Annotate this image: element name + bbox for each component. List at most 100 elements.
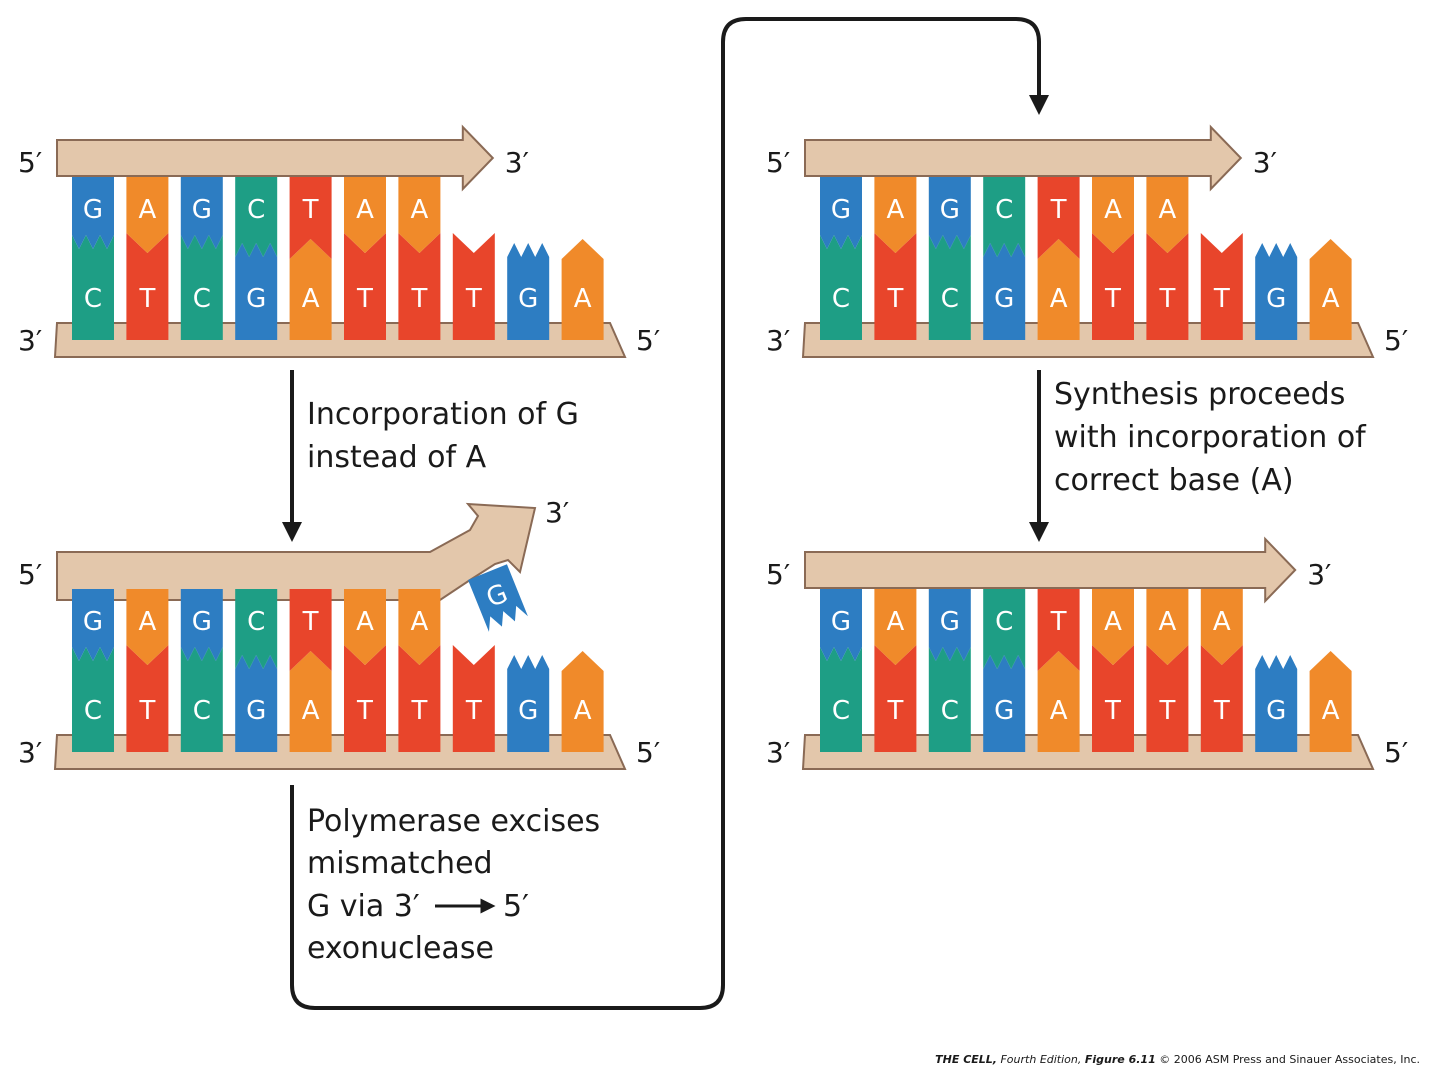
- template-base-label: A: [1322, 284, 1340, 314]
- primer-base-label: A: [356, 195, 374, 225]
- template-base-label: T: [886, 284, 903, 314]
- primer-strand-arrow: [56, 124, 495, 192]
- template-base-T: [452, 645, 495, 752]
- primer-base-A: [1092, 589, 1134, 665]
- template-base-G: [507, 243, 550, 340]
- primer-base-label: G: [831, 607, 851, 637]
- template-base-A: [561, 651, 604, 752]
- primer-base-label: T: [302, 195, 319, 225]
- primer-base-label: G: [831, 195, 851, 225]
- figure-credit: THE CELL, Fourth Edition, Figure 6.11 © …: [935, 1053, 1420, 1066]
- primer-base-T: [289, 589, 332, 671]
- template-base-C: [180, 647, 223, 752]
- template-base-T: [874, 645, 917, 752]
- template-base-label: C: [832, 284, 850, 314]
- template-base-label: G: [1266, 284, 1286, 314]
- primer-base-label: C: [247, 195, 265, 225]
- template-base-T: [398, 233, 441, 340]
- primer-base-A: [1092, 177, 1134, 253]
- template-base-C: [72, 235, 114, 340]
- template-5prime-label: 5′: [636, 736, 660, 769]
- primer-base-label: C: [995, 607, 1013, 637]
- template-base-label: G: [1266, 696, 1286, 726]
- template-base-label: T: [1158, 696, 1175, 726]
- template-base-label: C: [84, 696, 102, 726]
- primer-base-label: G: [940, 195, 960, 225]
- step2-caption-line1: Polymerase excises: [307, 804, 600, 839]
- template-5prime-label: 5′: [1384, 736, 1408, 769]
- primer-base-G: [928, 177, 971, 249]
- template-base-label: A: [1050, 696, 1068, 726]
- template-base-T: [126, 233, 169, 340]
- template-base-label: A: [574, 284, 592, 314]
- template-base-label: G: [994, 284, 1014, 314]
- template-3prime-label: 3′: [766, 736, 790, 769]
- template-5prime-label: 5′: [636, 324, 660, 357]
- template-base-T: [1146, 645, 1189, 752]
- primer-base-A: [344, 177, 386, 253]
- template-base-label: T: [886, 696, 903, 726]
- template-base-T: [1200, 233, 1243, 340]
- template-base-label: T: [1104, 696, 1121, 726]
- primer-base-A: [126, 177, 169, 253]
- template-base-label: T: [356, 696, 373, 726]
- primer-base-T: [1037, 177, 1080, 259]
- template-base-T: [1092, 233, 1134, 340]
- template-base-label: C: [193, 284, 211, 314]
- primer-base-G: [180, 177, 223, 249]
- primer-base-A: [874, 589, 917, 665]
- primer-base-T: [1037, 589, 1080, 671]
- template-base-G: [235, 655, 278, 752]
- template-base-label: T: [410, 696, 427, 726]
- template-base-label: G: [518, 284, 538, 314]
- step3-caption-line2: with incorporation of: [1054, 420, 1367, 455]
- template-base-label: A: [302, 696, 320, 726]
- primer-base-label: A: [356, 607, 374, 637]
- template-3prime-label: 3′: [18, 736, 42, 769]
- primer-base-A: [126, 589, 169, 665]
- step2-caption-line3-start: G via 3′: [307, 889, 420, 924]
- primer-base-C: [983, 589, 1026, 669]
- step3-caption-line1: Synthesis proceeds: [1054, 377, 1345, 412]
- template-base-label: A: [1050, 284, 1068, 314]
- template-base-label: T: [465, 696, 482, 726]
- template-base-G: [235, 243, 278, 340]
- template-base-C: [820, 647, 862, 752]
- template-base-T: [1146, 233, 1189, 340]
- template-base-T: [1092, 645, 1134, 752]
- template-base-label: T: [465, 284, 482, 314]
- template-base-A: [289, 651, 332, 752]
- template-base-A: [289, 239, 332, 340]
- primer-base-A: [344, 589, 386, 665]
- template-base-label: A: [302, 284, 320, 314]
- template-base-G: [1255, 243, 1298, 340]
- primer-base-label: G: [192, 195, 212, 225]
- template-base-label: T: [1213, 696, 1230, 726]
- primer-5prime-label: 5′: [18, 558, 42, 591]
- primer-5prime-label: 5′: [766, 146, 790, 179]
- primer-base-G: [820, 177, 862, 249]
- template-base-T: [344, 233, 386, 340]
- template-base-A: [561, 239, 604, 340]
- template-base-T: [126, 645, 169, 752]
- primer-strand-arrow: [56, 502, 537, 601]
- primer-base-label: A: [1104, 607, 1122, 637]
- primer-base-label: A: [139, 195, 157, 225]
- primer-3prime-label: 3′: [1307, 558, 1331, 591]
- primer-base-A: [398, 177, 441, 253]
- template-base-label: T: [1104, 284, 1121, 314]
- primer-5prime-label: 5′: [18, 146, 42, 179]
- primer-3prime-label: 3′: [545, 496, 569, 529]
- template-base-G: [983, 243, 1026, 340]
- step2-caption-line3-end: 5′: [503, 889, 529, 924]
- primer-3prime-label: 3′: [505, 146, 529, 179]
- primer-base-label: A: [139, 607, 157, 637]
- template-base-C: [928, 235, 971, 340]
- template-base-C: [928, 647, 971, 752]
- primer-base-G: [72, 177, 114, 249]
- primer-base-A: [398, 589, 441, 665]
- mismatched-base: G: [468, 564, 528, 632]
